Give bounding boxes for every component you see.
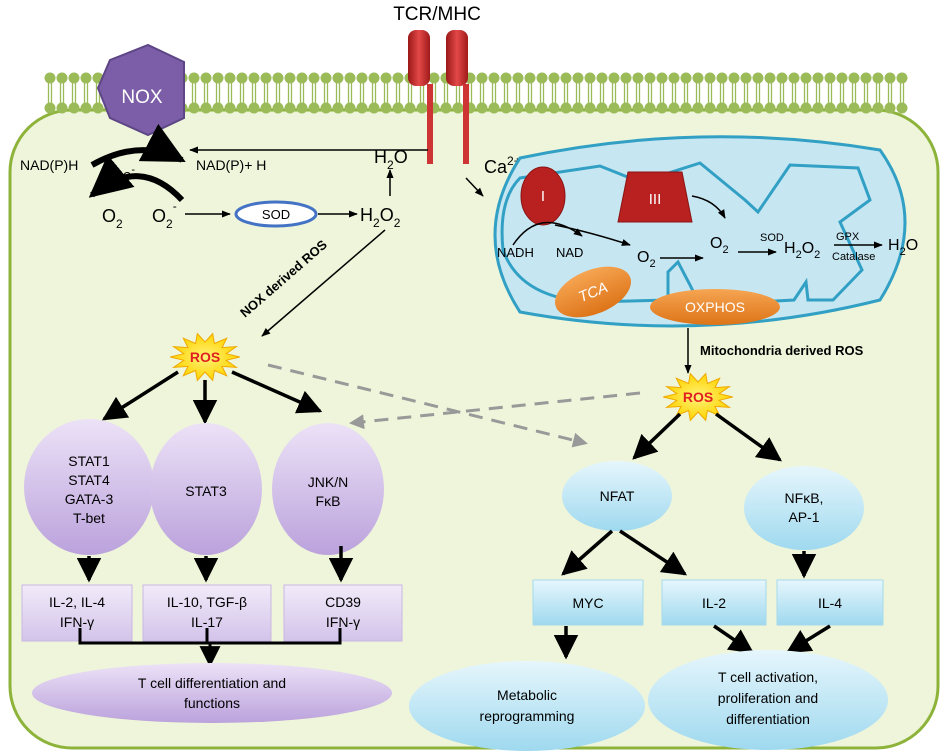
oxygen-arrow (88, 154, 185, 203)
cytokine-box-3 (283, 584, 403, 642)
tcr-mhc-receptor (408, 30, 469, 164)
il4-box (776, 579, 884, 626)
ros-right-label: ROS (683, 389, 713, 405)
tf-node-nfat (562, 461, 672, 531)
arrow-ros-nfat (632, 412, 682, 460)
mito-h2o2-label: H2O2 (784, 240, 820, 261)
mito-o2-a-label: O2 (637, 249, 656, 270)
arrow-nfat-myc (561, 529, 614, 576)
il4-label: IL-4 (818, 595, 842, 611)
nad-label: NAD (556, 245, 583, 260)
nadh-label: NADH (497, 245, 534, 260)
tf-node-nfkb (744, 466, 864, 550)
nadph-label: NAD(P)H (20, 157, 78, 173)
oxphos-complex (650, 289, 780, 325)
arrow-complex1-o2 (554, 224, 631, 246)
mito-sod-label: SOD (760, 232, 784, 244)
il2-box (661, 579, 767, 626)
gpx-label: GPX (836, 231, 860, 243)
tca-cycle (555, 266, 631, 318)
arrow-il4-activation (785, 624, 831, 654)
arrow-nox-derived-ros (261, 229, 386, 337)
arrow-ros-tf3 (231, 370, 323, 414)
nadp-label: NAD(P)+ H (196, 157, 266, 173)
arrow-ros-nfkb (714, 412, 782, 462)
arrow-calcium (465, 177, 484, 197)
outcome-activation (648, 650, 888, 750)
tf-node-jnk (272, 423, 384, 555)
mito-h2o-label: H2O (888, 237, 918, 258)
tf-node-nfat-label: NFAT (600, 488, 635, 504)
electron-label: e- (123, 164, 135, 184)
cytokine-box-1 (21, 584, 133, 642)
catalase-label: Catalase (832, 251, 875, 263)
ros-burst-left (170, 332, 240, 382)
oxygen-label: O2 (102, 206, 123, 231)
sod-label: SOD (262, 207, 290, 222)
outcome-differentiation (32, 663, 392, 723)
nox-label: NOX (121, 87, 163, 108)
crosstalk-arrow-up (349, 391, 641, 430)
receptor-label: TCR/MHC (393, 4, 481, 25)
nox-h2o-label: H2O (374, 147, 408, 172)
ros-left-label: ROS (190, 349, 220, 365)
cell-membrane (44, 72, 908, 114)
arrow-il2-activation (713, 624, 755, 654)
sod-enzyme (234, 200, 318, 228)
nox-h2o2-label: H2O2 (360, 205, 401, 230)
tf-node-nfkb-label: NFκB,AP-1 (785, 490, 824, 525)
complex-iii-label: III (649, 191, 662, 208)
outcome-metabolic (409, 661, 645, 751)
tf-node-stat3-label: STAT3 (185, 483, 227, 499)
superoxide-label: O2- (152, 199, 177, 231)
calcium-label: Ca2+ (484, 154, 521, 177)
ros-burst-right (663, 372, 733, 422)
arrow-nadh-nad (512, 221, 583, 246)
arrow-ros-tf1 (101, 370, 179, 421)
arrow-complex3-o2 (691, 195, 726, 219)
complex-i (520, 166, 566, 226)
myc-box (532, 579, 644, 626)
complex-i-label: I (541, 188, 545, 205)
mito-derived-ros-label: Mitochondria derived ROS (700, 343, 864, 358)
tf-node-stat1 (24, 419, 154, 555)
myc-label: MYC (572, 595, 603, 611)
oxphos-label: OXPHOS (685, 299, 745, 315)
arrow-nfat-il2 (619, 529, 688, 576)
crosstalk-arrow-down (267, 363, 588, 448)
tf-node-stat3 (150, 423, 262, 555)
complex-iii (617, 171, 693, 223)
mito-o2-b-label: O2 (710, 235, 729, 256)
il2-label: IL-2 (702, 595, 726, 611)
